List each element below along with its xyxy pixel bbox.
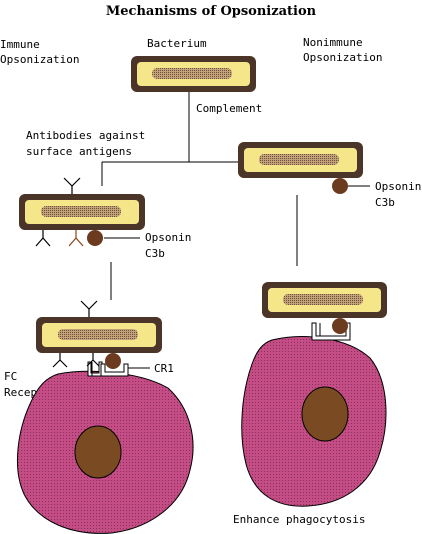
antibody-top-left-mid <box>63 177 81 194</box>
nonimmune-label-line1: Nonimmune <box>303 36 363 49</box>
bacterium-left-mid <box>19 194 145 230</box>
fc-receptor-label-line1: FC <box>4 370 17 383</box>
antibody-bottom-left-bottom <box>52 353 68 368</box>
bacterium-top-dna <box>152 68 232 79</box>
antibodies-label-line2: surface antigens <box>26 145 132 158</box>
bacterium-right-bottom-dna <box>283 294 363 305</box>
diagram-title: Mechanisms of Opsonization <box>106 4 317 19</box>
fc-receptor-left <box>87 361 103 377</box>
cr1-receptor-left <box>100 363 129 377</box>
opsonin-right-label-line2: C3b <box>375 196 395 209</box>
antibodies <box>35 177 100 368</box>
complement-label: Complement <box>196 102 262 115</box>
antibody-brown-left-mid <box>68 230 84 247</box>
left-nucleus <box>74 425 122 479</box>
bacterium-right-mid-dna <box>259 154 339 165</box>
antibodies-label-line1: Antibodies against <box>26 129 145 142</box>
opsonin-right-mid <box>332 178 348 194</box>
nonimmune-label-line2: Opsonization <box>303 51 382 64</box>
bacterium-right-bottom <box>262 282 387 318</box>
opsonin-right-bottom <box>332 318 348 334</box>
bacterium-left-bottom-dna <box>58 329 138 340</box>
enhance-phagocytosis-label: Enhance phagocytosis <box>233 513 365 526</box>
right-nucleus <box>301 386 349 442</box>
immune-label-line2: Opsonization <box>0 53 79 66</box>
bacterium-right-mid <box>238 142 363 178</box>
cr1-label: CR1 <box>154 362 174 375</box>
immune-label-line1: Immune <box>0 38 40 51</box>
opsonin-left-label-line1: Opsonin <box>145 231 191 244</box>
antibody-bottom-left-mid <box>35 230 51 247</box>
antibody-top-left-bottom <box>80 300 98 317</box>
bacterium-left-bottom <box>36 317 162 353</box>
bacterium-top <box>131 56 256 92</box>
bacterium-label: Bacterium <box>147 37 207 50</box>
bacterium-left-mid-dna <box>41 206 121 217</box>
opsonin-left-label-line2: C3b <box>145 247 165 260</box>
opsonin-left-bottom <box>105 353 121 369</box>
opsonin-right-label-line1: Opsonin <box>375 180 421 193</box>
antibody-fc-bound <box>86 353 100 367</box>
opsonin-left-mid <box>87 230 103 246</box>
